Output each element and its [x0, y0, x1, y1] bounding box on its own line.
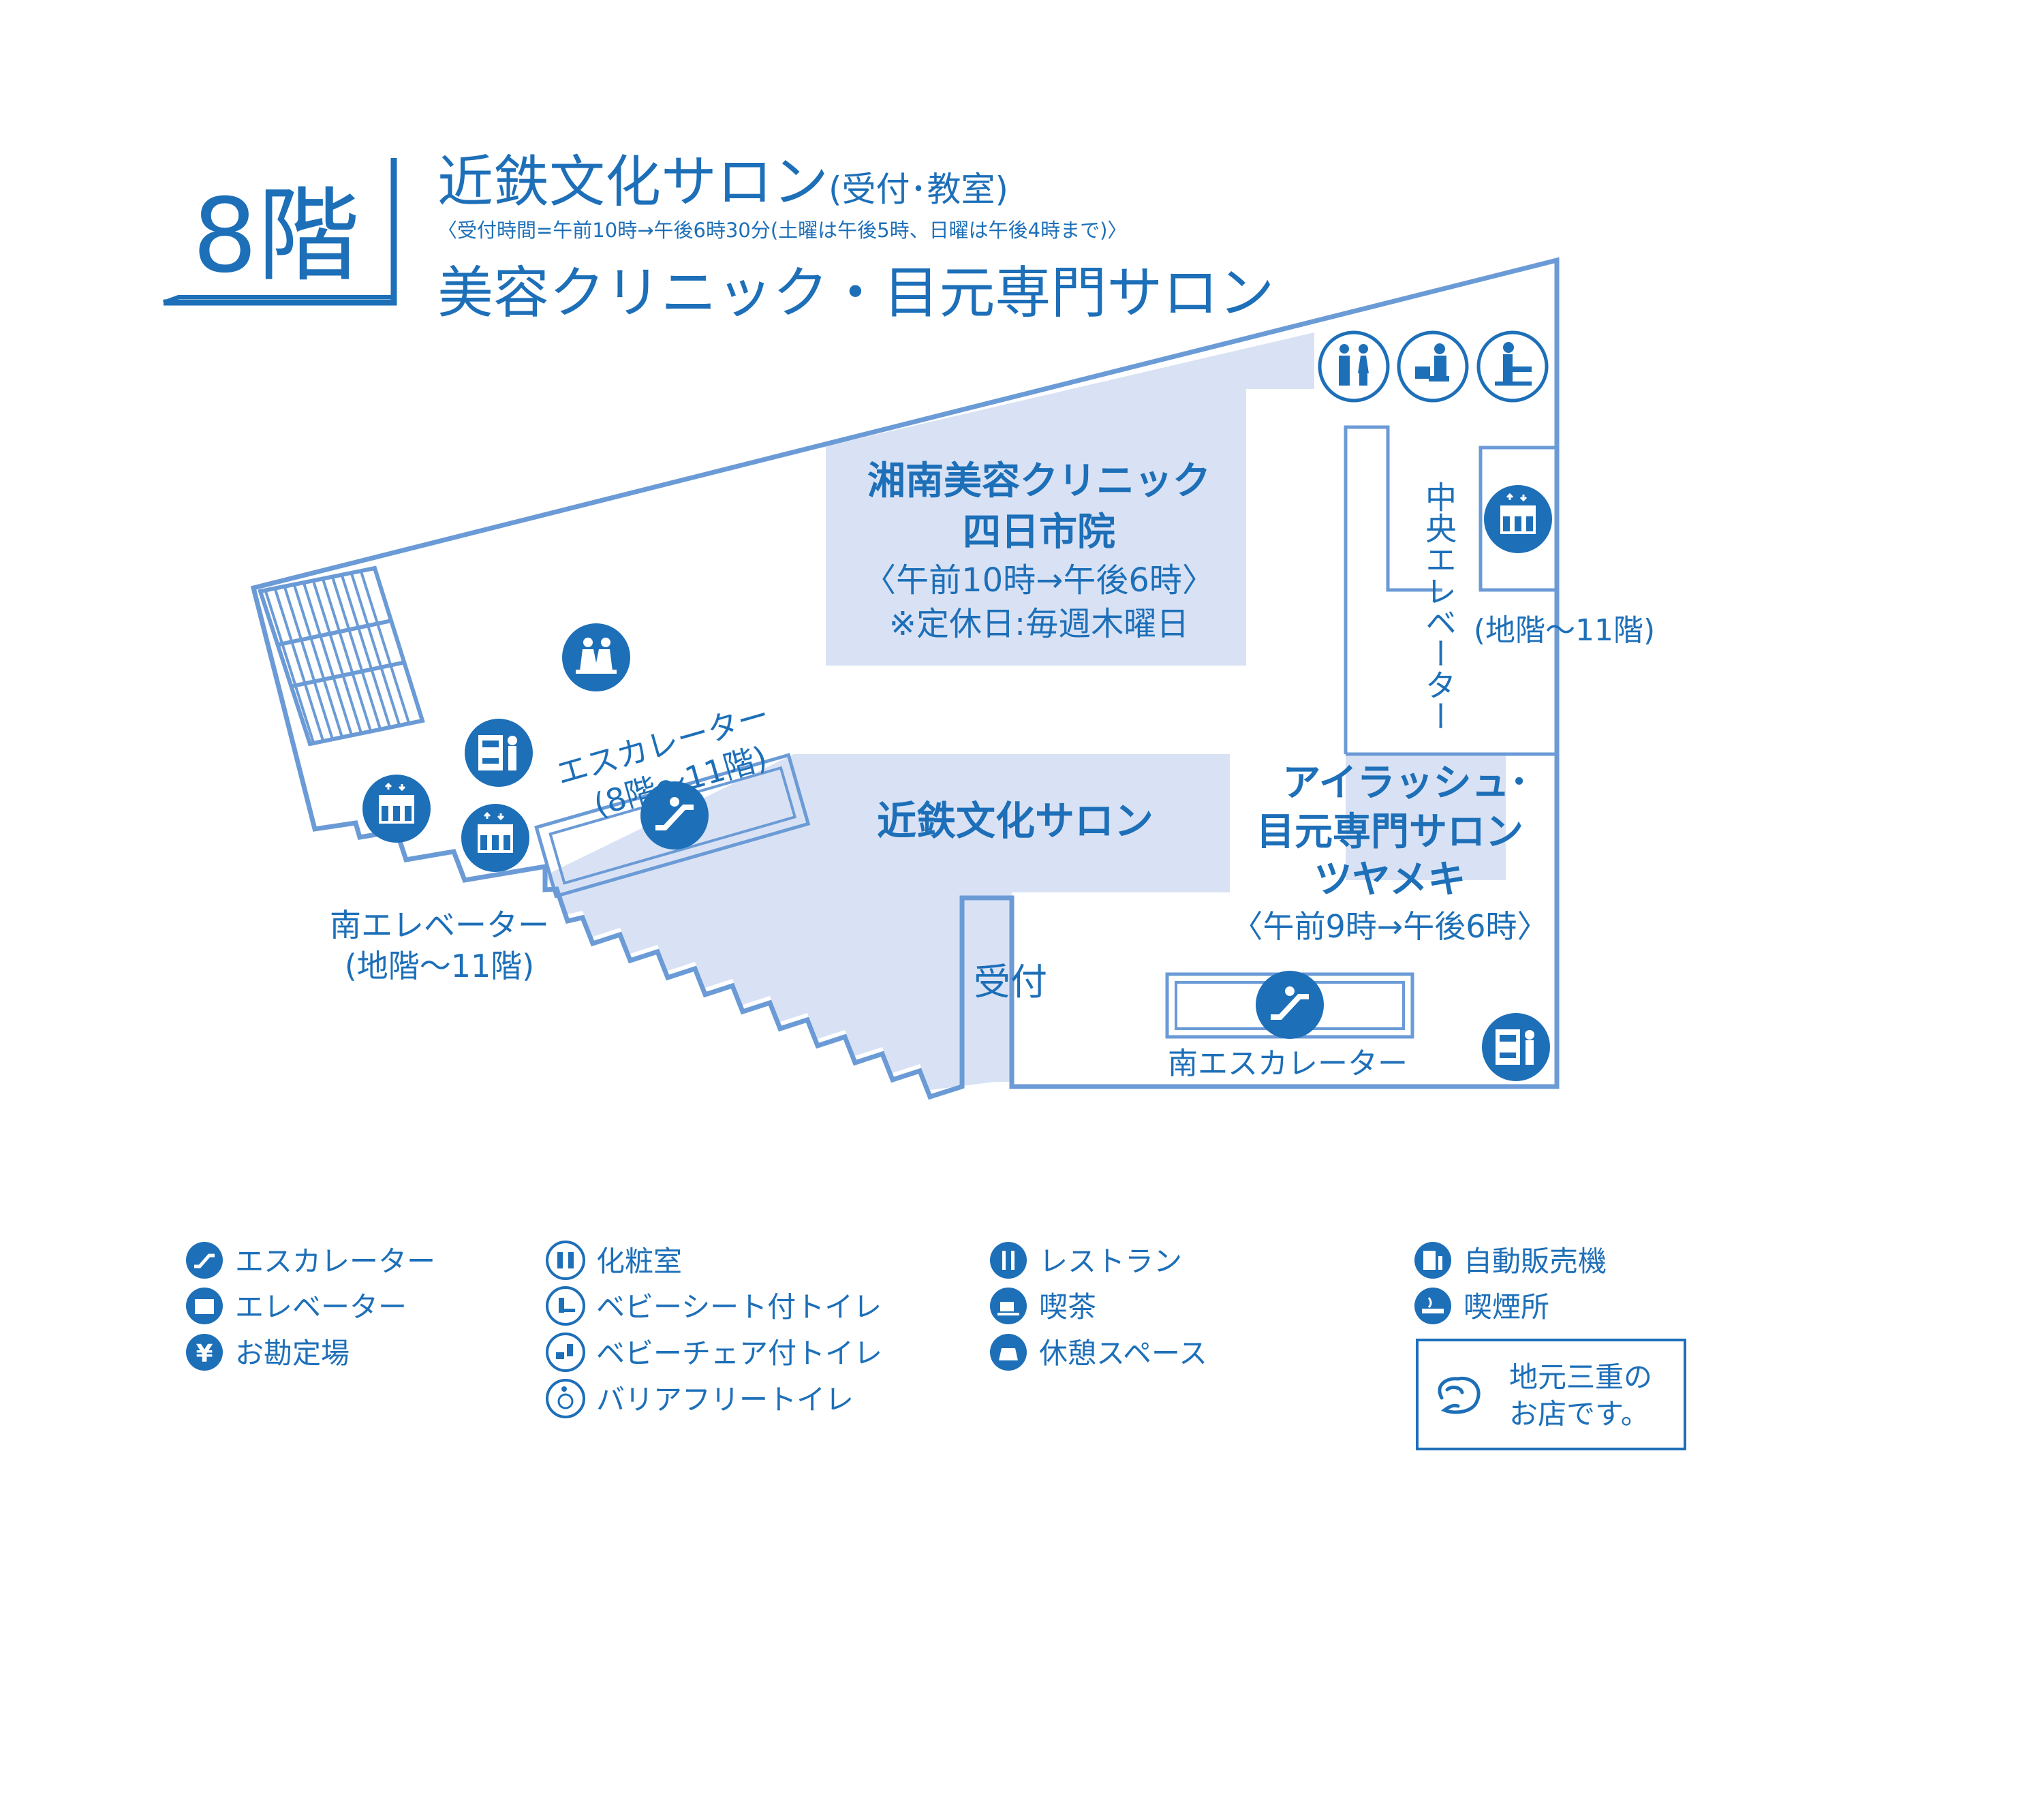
svg-text:エレベーター: エレベーター [235, 1290, 407, 1324]
reception-area [962, 898, 1013, 1082]
central-elevator-label: 中央エレベーター [1421, 481, 1457, 732]
outer-wall [250, 257, 1560, 1100]
svg-text:喫煙所: 喫煙所 [1464, 1290, 1549, 1324]
local-shop-box: 地元三重の お店です。 [1416, 1339, 1686, 1450]
south-elevator-icon-1 [362, 775, 431, 843]
central-elevator-range: (地階〜11階) [1474, 613, 1655, 648]
svg-text:休憩スペース: 休憩スペース [1039, 1337, 1207, 1370]
svg-text:エスカレーター: エスカレーター [235, 1245, 435, 1278]
legend-baby-chair-toilet: ベビーチェア付トイレ [546, 1332, 882, 1372]
svg-text:喫茶: 喫茶 [1039, 1290, 1096, 1324]
mie-logo-icon [1438, 1376, 1481, 1414]
svg-text:化粧室: 化粧室 [596, 1245, 682, 1278]
eyelash-salon-line2: 目元専門サロン [1256, 810, 1523, 854]
floor-badge-bracket [164, 158, 397, 306]
south-elevator-icon-2 [461, 804, 529, 872]
svg-text:自動販売機: 自動販売機 [1464, 1245, 1607, 1278]
svg-text:レストラン: レストラン [1039, 1245, 1182, 1278]
eyelash-salon-hours: 〈午前9時→午後6時〉 [1231, 908, 1548, 945]
floor-header: 8階 近鉄文化サロン(受付･教室) 〈受付時間=午前10時→午後6時30分(土曜… [162, 150, 1274, 326]
south-elevator-range: (地階〜11階) [345, 948, 534, 984]
reception-hours-note: 〈受付時間=午前10時→午後6時30分(土曜は午後5時、日曜は午後4時まで)〉 [437, 219, 1127, 242]
bunka-salon-area [545, 754, 1230, 1090]
legend-elevator: エレベーター [186, 1288, 407, 1324]
svg-text:お勘定場: お勘定場 [235, 1337, 350, 1370]
escalator-icon [640, 781, 709, 850]
clinic-name: 湘南美容クリニック [867, 459, 1211, 503]
legend-rest-space: 休憩スペース [990, 1334, 1207, 1371]
baby-seat-toilet-icon [1476, 330, 1549, 403]
floor-number: 8階 [192, 177, 359, 296]
legend-cafe: 喫茶 [990, 1288, 1096, 1324]
clinic-hours: 〈午前10時→午後6時〉 [863, 561, 1215, 599]
reception-label: 受付 [974, 961, 1047, 1003]
baby-chair-toilet-icon [1397, 330, 1469, 403]
local-shop-line1: 地元三重の [1509, 1360, 1652, 1394]
bunka-salon-name: 近鉄文化サロン [877, 798, 1153, 844]
legend-escalator: エスカレーター [186, 1242, 435, 1279]
central-elevator-shaft [1344, 425, 1557, 756]
legend-barrier-free-toilet: バリアフリートイレ [546, 1379, 854, 1418]
clinic-branch: 四日市院 [963, 510, 1115, 555]
legend-vending-machine: 自動販売機 [1414, 1242, 1607, 1279]
south-escalator-label: 南エスカレーター [1168, 1046, 1408, 1081]
salon-title-sub: (受付･教室) [829, 170, 1008, 209]
legend-restroom: 化粧室 [546, 1241, 682, 1280]
south-escalator-icon [1256, 971, 1324, 1039]
restroom-icon [1318, 330, 1390, 403]
staircase [258, 565, 425, 747]
clinic-closed-days: ※定休日:毎週木曜日 [889, 605, 1189, 643]
svg-text:ベビーチェア付トイレ: ベビーチェア付トイレ [596, 1337, 882, 1370]
eyelash-salon-line3: ツヤメキ [1314, 858, 1466, 902]
salon-title: 近鉄文化サロン [437, 150, 829, 215]
svg-text:バリアフリートイレ: バリアフリートイレ [596, 1383, 854, 1416]
vending-machine-icon-east [1482, 1013, 1550, 1081]
legend-cashier: ¥ お勘定場 [186, 1334, 350, 1371]
vending-machine-icon [465, 719, 533, 787]
legend-baby-seat-toilet: ベビーシート付トイレ [546, 1286, 882, 1326]
svg-text:¥: ¥ [196, 1340, 213, 1368]
rest-space-icon [562, 623, 630, 691]
svg-text:近鉄文化サロン(受付･教室): 近鉄文化サロン(受付･教室) [437, 150, 1008, 215]
legend-restaurant: レストラン [990, 1242, 1182, 1279]
eyelash-salon-area [1346, 754, 1506, 880]
clinic-salon-title: 美容クリニック・目元専門サロン [437, 261, 1274, 326]
eyelash-salon-line1: アイラッシュ･ [1282, 761, 1528, 805]
south-elevator-label: 南エレベーター [330, 907, 549, 944]
local-shop-line2: お店です。 [1509, 1397, 1650, 1431]
clinic-area [826, 332, 1314, 666]
svg-text:ベビーシート付トイレ: ベビーシート付トイレ [596, 1290, 882, 1324]
legend: エスカレーター エレベーター ¥ お勘定場 化粧室 ベビーシート付トイレ ベビー… [186, 1241, 1686, 1450]
floor-plan: 湘南美容クリニック 四日市院 〈午前10時→午後6時〉 ※定休日:毎週木曜日 近… [250, 257, 1655, 1100]
elevator-icon [1484, 485, 1552, 553]
legend-smoking: 喫煙所 [1414, 1288, 1549, 1324]
